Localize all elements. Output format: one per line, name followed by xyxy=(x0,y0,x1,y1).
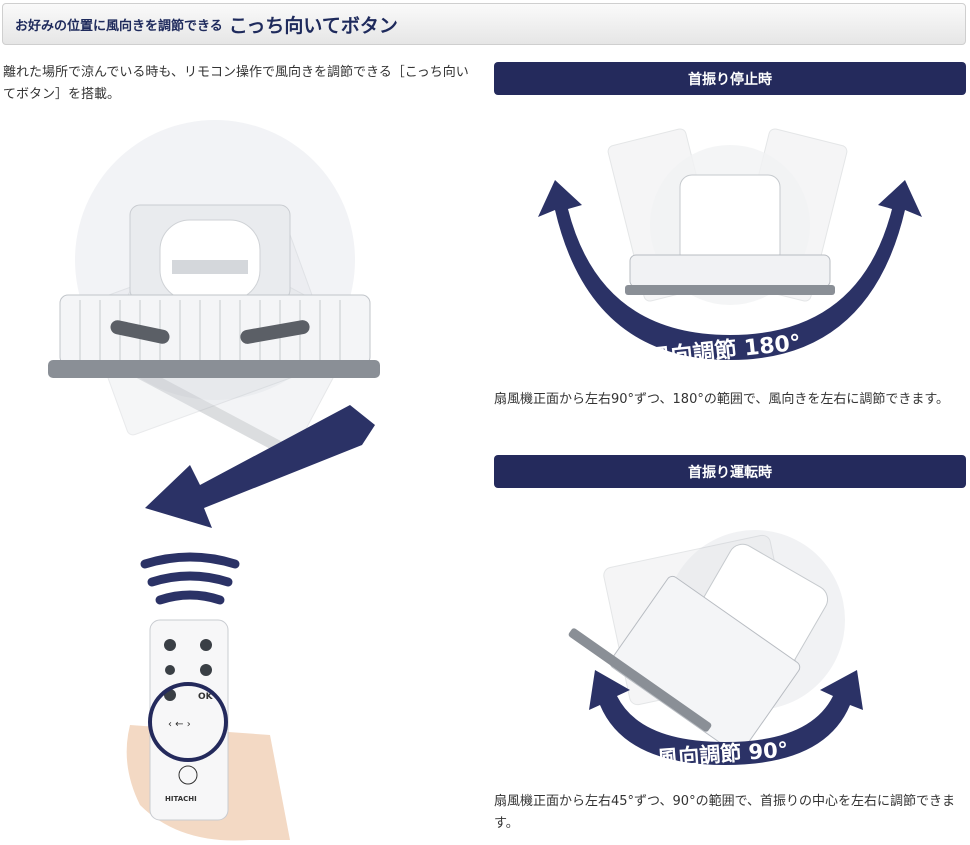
description-oscillating: 扇風機正面から左右45°ずつ、90°の範囲で、首振りの中心を左右に調節できます。 xyxy=(494,794,956,831)
title-prefix: お好みの位置に風向きを調節できる xyxy=(15,18,223,34)
left-direction-arrow: 風向調節 xyxy=(145,405,375,538)
remote-signal-icon xyxy=(140,552,240,605)
svg-text:‹ ← ›: ‹ ← › xyxy=(168,719,191,730)
left-fan-illustration xyxy=(48,120,380,463)
svg-text:OK: OK xyxy=(198,692,214,702)
section-heading-stopped: 首振り停止時 xyxy=(494,62,966,95)
section-title-bar: お好みの位置に風向きを調節できる こっち向いてボタン xyxy=(2,3,966,45)
section-heading-oscillating: 首振り運転時 xyxy=(494,455,966,488)
remote-control-illustration: OK ‹ ← › HITACHI xyxy=(126,619,291,841)
description-stopped: 扇風機正面から左右90°ずつ、180°の範囲で、風向きを左右に調節できます。 xyxy=(494,392,950,407)
fan-90-illustration: 風向調節 90° xyxy=(568,530,863,771)
remote-brand-label: HITACHI xyxy=(165,795,197,803)
intro-text: 離れた場所で涼んでいる時も、リモコン操作で風向きを調節できる［こっち向いてボタン… xyxy=(3,65,469,102)
fan-180-illustration: 風向調節 180° xyxy=(538,128,922,371)
page-title: こっち向いてボタン xyxy=(228,14,398,37)
